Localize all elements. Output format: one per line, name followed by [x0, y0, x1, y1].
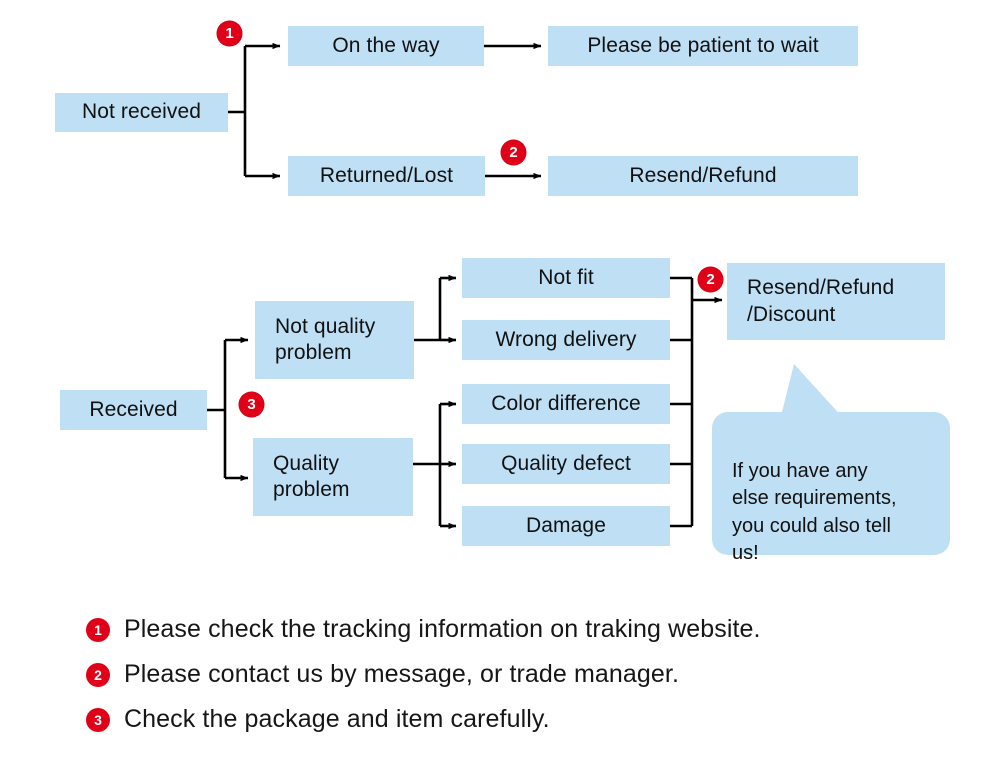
- legend-badge-3-number: 3: [94, 711, 102, 728]
- legend-badge-2-number: 2: [94, 666, 102, 683]
- badge-1-number: 1: [225, 25, 234, 42]
- legend-badge-1-icon: 1: [86, 617, 110, 642]
- node-wrong-delivery-label: Wrong delivery: [495, 327, 637, 351]
- legend-item-2: 2 Please contact us by message, or trade…: [86, 652, 946, 697]
- node-damage-label: Damage: [526, 513, 606, 537]
- node-not-fit[interactable]: Not fit: [462, 258, 670, 298]
- node-received-label: Received: [89, 397, 178, 421]
- node-not-received-label: Not received: [81, 100, 202, 124]
- node-please-be-patient-to-wait[interactable]: Please be patient to wait: [548, 26, 858, 66]
- node-on-the-way[interactable]: On the way: [288, 26, 484, 66]
- node-resend-refund-label: Resend/Refund: [629, 163, 777, 187]
- node-wrong-delivery[interactable]: Wrong delivery: [462, 320, 670, 360]
- legend-text-3: Check the package and item carefully.: [124, 705, 550, 733]
- badge-2-resend-refund-discount: 2: [698, 267, 723, 292]
- legend-item-3: 3 Check the package and item carefully.: [86, 697, 946, 742]
- node-color-difference[interactable]: Color difference: [462, 384, 670, 424]
- badge-1-not-received: 1: [217, 21, 242, 46]
- legend-text-1: Please check the tracking information on…: [124, 615, 761, 643]
- node-resend-refund-discount[interactable]: Resend/Refund /Discount: [727, 263, 945, 340]
- node-quality-problem[interactable]: Quality problem: [253, 438, 413, 516]
- node-on-the-way-label: On the way: [332, 33, 440, 57]
- badge-3-received: 3: [239, 392, 264, 417]
- node-color-difference-label: Color difference: [491, 391, 641, 415]
- legend-badge-3-icon: 3: [86, 707, 110, 732]
- badge-2-outcome-number: 2: [706, 271, 715, 288]
- node-damage[interactable]: Damage: [462, 506, 670, 546]
- legend-list: 1 Please check the tracking information …: [86, 607, 946, 742]
- callout-bubble: If you have any else requirements, you c…: [712, 412, 950, 564]
- node-not-received[interactable]: Not received: [55, 93, 228, 132]
- legend-item-1: 1 Please check the tracking information …: [86, 607, 946, 652]
- badge-2-number: 2: [509, 144, 518, 161]
- callout-text: If you have any else requirements, you c…: [732, 459, 897, 565]
- badge-2-resend-refund: 2: [501, 140, 526, 165]
- node-resend-refund[interactable]: Resend/Refund: [548, 156, 858, 196]
- node-quality-defect-label: Quality defect: [501, 451, 631, 475]
- node-returned-lost-label: Returned/Lost: [319, 163, 454, 187]
- legend-text-2: Please contact us by message, or trade m…: [124, 660, 680, 688]
- node-returned-lost[interactable]: Returned/Lost: [288, 156, 485, 196]
- node-quality-defect[interactable]: Quality defect: [462, 444, 670, 484]
- badge-3-number: 3: [247, 396, 256, 413]
- legend-badge-2-icon: 2: [86, 662, 110, 687]
- node-received[interactable]: Received: [60, 390, 207, 430]
- node-not-quality-problem[interactable]: Not quality problem: [255, 301, 414, 379]
- node-please-be-patient-to-wait-label: Please be patient to wait: [587, 33, 819, 57]
- node-not-quality-problem-label: Not quality problem: [275, 314, 376, 364]
- node-quality-problem-label: Quality problem: [273, 451, 350, 501]
- node-not-fit-label: Not fit: [538, 265, 594, 289]
- legend-badge-1-number: 1: [94, 621, 102, 638]
- node-resend-refund-discount-label: Resend/Refund /Discount: [747, 276, 895, 326]
